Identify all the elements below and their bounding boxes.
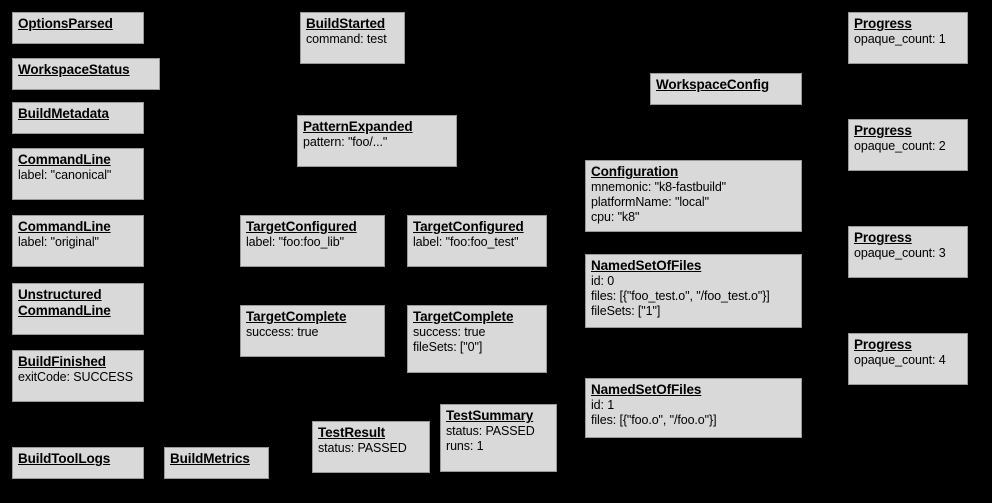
node-build-metrics[interactable]: BuildMetrics xyxy=(164,447,269,479)
node-fields: success: true xyxy=(246,325,379,340)
node-field: id: 1 xyxy=(591,398,615,412)
node-title: BuildMetadata xyxy=(18,106,109,121)
node-title: BuildMetrics xyxy=(170,451,250,466)
node-title: Unstructured CommandLine xyxy=(18,287,111,318)
node-field: opaque_count: 2 xyxy=(854,139,946,153)
node-title: TargetComplete xyxy=(246,309,347,324)
node-title: Progress xyxy=(854,337,912,352)
node-field: platformName: "local" xyxy=(591,195,709,209)
node-field: fileSets: ["0"] xyxy=(413,340,483,354)
node-field: status: PASSED xyxy=(318,441,407,455)
node-field: opaque_count: 3 xyxy=(854,246,946,260)
node-build-tool-logs[interactable]: BuildToolLogs xyxy=(12,447,144,479)
node-title: WorkspaceStatus xyxy=(18,62,130,77)
node-field: success: true xyxy=(413,325,486,339)
node-field: pattern: "foo/..." xyxy=(303,135,388,149)
node-field: runs: 1 xyxy=(446,439,484,453)
node-title: Progress xyxy=(854,16,912,31)
node-fields: opaque_count: 3 xyxy=(854,246,962,261)
node-workspace-status[interactable]: WorkspaceStatus xyxy=(12,58,160,90)
node-fields: opaque_count: 4 xyxy=(854,353,962,368)
node-title: CommandLine xyxy=(18,152,111,167)
node-field: mnemonic: "k8-fastbuild" xyxy=(591,180,727,194)
node-unstructured-command-line[interactable]: Unstructured CommandLine xyxy=(12,283,144,335)
node-options-parsed[interactable]: OptionsParsed xyxy=(12,12,144,44)
node-title: WorkspaceConfig xyxy=(656,77,770,92)
node-field: exitCode: SUCCESS xyxy=(18,370,134,384)
node-title: TestResult xyxy=(318,425,386,440)
node-field: cpu: "k8" xyxy=(591,210,640,224)
node-field: label: "foo:foo_lib" xyxy=(246,235,344,249)
node-field: label: "foo:foo_test" xyxy=(413,235,519,249)
node-workspace-config[interactable]: WorkspaceConfig xyxy=(650,73,802,105)
node-title: BuildStarted xyxy=(306,16,386,31)
node-field: opaque_count: 4 xyxy=(854,353,946,367)
node-title: TargetComplete xyxy=(413,309,514,324)
node-title: CommandLine xyxy=(18,219,111,234)
node-fields: opaque_count: 2 xyxy=(854,139,962,154)
node-title: NamedSetOfFiles xyxy=(591,382,702,397)
node-fields: label: "original" xyxy=(18,235,138,250)
node-title: Progress xyxy=(854,230,912,245)
node-field: files: [{"foo.o", "/foo.o"}] xyxy=(591,413,717,427)
node-field: opaque_count: 1 xyxy=(854,32,946,46)
node-title: BuildFinished xyxy=(18,354,106,369)
node-title: OptionsParsed xyxy=(18,16,113,31)
node-field: fileSets: ["1"] xyxy=(591,304,661,318)
node-field: files: [{"foo_test.o", "/foo_test.o"}] xyxy=(591,289,770,303)
node-fields: label: "foo:foo_lib" xyxy=(246,235,379,250)
node-title: Configuration xyxy=(591,164,679,179)
node-fields: mnemonic: "k8-fastbuild"platformName: "l… xyxy=(591,180,796,225)
node-fields: label: "canonical" xyxy=(18,168,138,183)
node-title: BuildToolLogs xyxy=(18,451,111,466)
node-title: NamedSetOfFiles xyxy=(591,258,702,273)
node-title: TestSummary xyxy=(446,408,534,423)
node-field: success: true xyxy=(246,325,319,339)
node-title: TargetConfigured xyxy=(246,219,357,234)
node-fields: exitCode: SUCCESS xyxy=(18,370,138,385)
node-title: PatternExpanded xyxy=(303,119,413,134)
node-field: label: "canonical" xyxy=(18,168,112,182)
node-title: Progress xyxy=(854,123,912,138)
node-field: status: PASSED xyxy=(446,424,535,438)
node-fields: label: "foo:foo_test" xyxy=(413,235,541,250)
node-fields: command: test xyxy=(306,32,399,47)
node-fields: status: PASSED xyxy=(318,441,424,456)
node-field: command: test xyxy=(306,32,387,46)
node-title: TargetConfigured xyxy=(413,219,524,234)
node-fields: opaque_count: 1 xyxy=(854,32,962,47)
node-fields: pattern: "foo/..." xyxy=(303,135,451,150)
node-build-metadata[interactable]: BuildMetadata xyxy=(12,102,144,134)
node-field: label: "original" xyxy=(18,235,99,249)
node-field: id: 0 xyxy=(591,274,615,288)
